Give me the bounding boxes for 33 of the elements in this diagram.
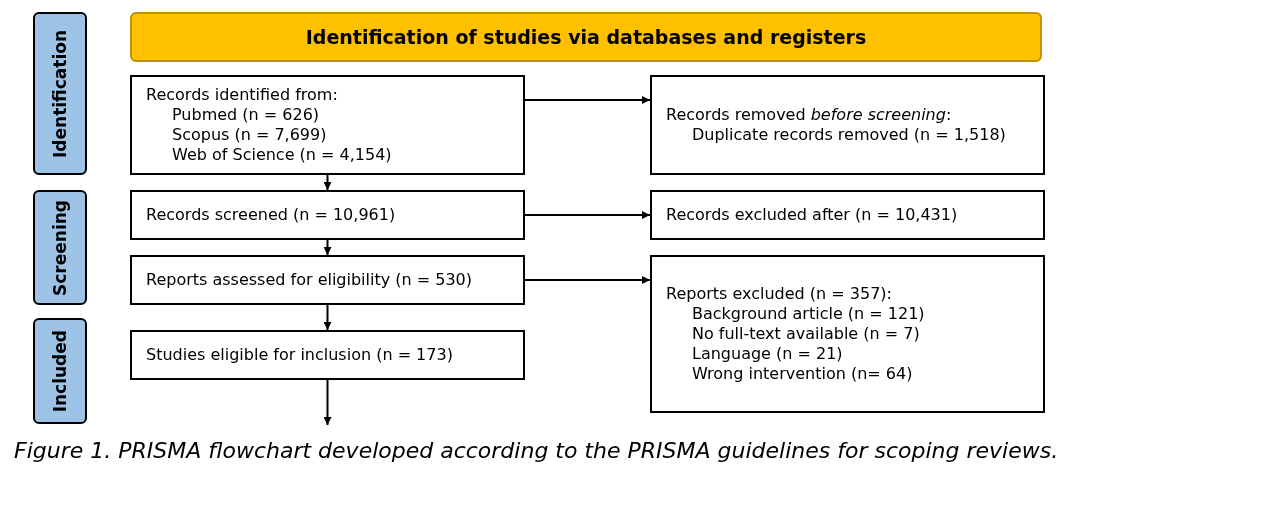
phase-label	[33, 12, 87, 175]
arrow	[323, 304, 332, 331]
box-heading: Reports excluded (n = 357):	[666, 284, 893, 304]
process-box: Studies eligible for inclusion (n = 173)	[130, 330, 525, 380]
phase-label	[33, 190, 87, 305]
arrow	[323, 239, 332, 256]
process-box	[650, 75, 1045, 175]
list-item: Wrong intervention (n= 64)	[691, 364, 914, 384]
list-item: Scopus (n = 7,699)	[171, 125, 328, 145]
list-item: Language (n = 21)	[691, 344, 844, 364]
box-heading: Records identified from:	[146, 85, 339, 105]
arrow	[323, 174, 332, 191]
arrow	[524, 96, 651, 104]
phase-label	[33, 318, 87, 424]
arrow	[524, 276, 651, 284]
process-box	[130, 75, 525, 175]
phase-text: Identification	[50, 29, 70, 158]
list-item: Duplicate records removed (n = 1,518)	[691, 125, 1007, 145]
box-heading: Records removed before screening:	[666, 105, 953, 125]
phase-text: Screening	[50, 199, 70, 296]
list-item: Web of Science (n = 4,154)	[171, 145, 393, 165]
list-item: Background article (n = 121)	[691, 304, 926, 324]
list-item: No full-text available (n = 7)	[691, 324, 921, 344]
arrow	[323, 379, 332, 426]
list-item: Pubmed (n = 626)	[171, 105, 321, 125]
process-box: Reports assessed for eligibility (n = 530)	[130, 255, 525, 305]
arrow	[524, 211, 651, 219]
process-box	[650, 255, 1045, 413]
process-box: Records excluded after (n = 10,431)	[650, 190, 1045, 240]
phase-text: Included	[50, 329, 70, 413]
section-header: Identification of studies via databases and registers	[130, 12, 1042, 62]
figure-caption: Figure 1. PRISMA flowchart developed according to the PRISMA guidelines for scoping reviews.	[14, 437, 1060, 465]
process-box: Records screened (n = 10,961)	[130, 190, 525, 240]
